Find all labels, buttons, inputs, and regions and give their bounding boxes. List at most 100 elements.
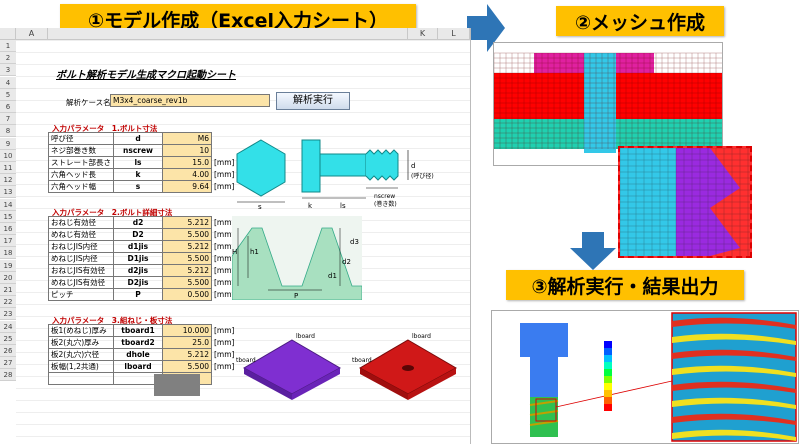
row-header[interactable]: 3 [0, 64, 16, 77]
row-header[interactable]: 15 [0, 210, 16, 223]
param-symbol: nscrew [113, 144, 163, 157]
row-header[interactable]: 22 [0, 296, 16, 309]
case-name-input[interactable]: M3x4_coarse_rev1b [110, 94, 270, 107]
param-value-input[interactable]: 5.212 [162, 240, 212, 253]
param-unit: [mm] [214, 278, 235, 287]
column-header-a[interactable]: A [16, 28, 48, 40]
gray-cell-block [154, 374, 200, 396]
section3-heading: 入力パラメータ 3.組ねじ・板寸法 [52, 316, 173, 325]
param-value-input[interactable]: 5.212 [162, 216, 212, 229]
param-value-input[interactable]: 5.212 [162, 264, 212, 277]
param-unit: [mm] [214, 326, 235, 335]
label-h1: h1 [250, 248, 259, 256]
run-analysis-button[interactable]: 解析実行 [276, 92, 350, 110]
row-header[interactable]: 27 [0, 357, 16, 370]
row-header[interactable]: 26 [0, 345, 16, 357]
row-header[interactable]: 7 [0, 113, 16, 126]
label-lboard-1: lboard [296, 333, 315, 340]
column-header-mid[interactable] [48, 28, 408, 40]
param-label: 呼び径 [48, 132, 114, 145]
row-header[interactable]: 1 [0, 40, 16, 52]
row-header[interactable]: 20 [0, 271, 16, 284]
param-unit: [mm] [214, 170, 235, 179]
row-header[interactable]: 23 [0, 308, 16, 321]
param-unit: [mm] [214, 362, 235, 371]
label-nscrew: nscrew [374, 193, 395, 200]
row-header[interactable]: 10 [0, 149, 16, 162]
label-lboard-2: lboard [412, 333, 431, 340]
label-ls: ls [340, 202, 346, 210]
param-value-input[interactable]: 25.0 [162, 336, 212, 349]
mesh-panel [493, 42, 723, 166]
row-header[interactable]: 14 [0, 198, 16, 211]
row-header[interactable]: 21 [0, 284, 16, 296]
label-tboard-2: tboard [352, 357, 372, 364]
plate1-diagram: lboard tboard [236, 333, 342, 400]
row-header[interactable]: 25 [0, 332, 16, 345]
row-header[interactable]: 6 [0, 101, 16, 113]
param-label: めねじJIS内径 [48, 252, 114, 265]
row-header[interactable]: 13 [0, 186, 16, 199]
section2-heading: 入力パラメータ 2.ボルト詳細寸法 [52, 208, 173, 217]
param-value-input[interactable]: 4.00 [162, 168, 212, 181]
label-d-note: (呼び径) [411, 172, 434, 180]
label-d1: d1 [328, 272, 337, 280]
param-value-input[interactable]: M6 [162, 132, 212, 145]
param-symbol: D2 [113, 228, 163, 241]
param-value-input[interactable]: 10 [162, 144, 212, 157]
row-header[interactable]: 24 [0, 320, 16, 333]
param-value-input[interactable]: 5.500 [162, 228, 212, 241]
param-unit: [mm] [214, 254, 235, 263]
param-value-input[interactable]: 5.500 [162, 276, 212, 289]
param-value-input[interactable]: 15.0 [162, 156, 212, 169]
row-header[interactable]: 11 [0, 162, 16, 174]
param-unit: [mm] [214, 242, 235, 251]
param-unit: [mm] [214, 338, 235, 347]
param-value-input[interactable]: 10.000 [162, 324, 212, 337]
param-value-input[interactable]: 5.500 [162, 252, 212, 265]
row-header[interactable]: 9 [0, 137, 16, 150]
param-symbol: d1jis [113, 240, 163, 253]
param-symbol: D1jis [113, 252, 163, 265]
row-header[interactable]: 4 [0, 76, 16, 89]
param-unit: [mm] [214, 218, 235, 227]
param-label: ネジ部巻き数 [48, 144, 114, 157]
row-header[interactable]: 17 [0, 235, 16, 248]
row-header[interactable]: 5 [0, 88, 16, 101]
param-symbol: s [113, 180, 163, 193]
param-value-input[interactable]: 5.500 [162, 360, 212, 373]
param-value-input[interactable]: 9.64 [162, 180, 212, 193]
row-header[interactable]: 8 [0, 125, 16, 138]
thread-profile-diagram: H h1 d3 d2 d1 P [232, 216, 362, 300]
row-header[interactable]: 16 [0, 223, 16, 235]
banner-step2: ②メッシュ作成 [556, 6, 724, 36]
column-header-k[interactable]: K [408, 28, 438, 40]
row-header[interactable]: 28 [0, 369, 16, 382]
param-value-input[interactable]: 0.500 [162, 288, 212, 301]
row-header[interactable]: 19 [0, 259, 16, 272]
row-header[interactable]: 18 [0, 247, 16, 260]
row-header[interactable]: 2 [0, 52, 16, 65]
param-unit: [mm] [214, 158, 235, 167]
column-header-l[interactable]: L [438, 28, 470, 40]
case-name-label: 解析ケース名 [66, 98, 111, 107]
arrow-right-icon [467, 4, 505, 52]
arrow-down-icon [570, 232, 616, 270]
param-symbol: tboard2 [113, 336, 163, 349]
param-symbol: dhole [113, 348, 163, 361]
param-unit: [mm] [214, 230, 235, 239]
row-header[interactable]: 12 [0, 174, 16, 187]
param-value-input[interactable]: 5.212 [162, 348, 212, 361]
param-label: 六角ヘッド幅 [48, 180, 114, 193]
banner-step3: ③解析実行・結果出力 [506, 270, 744, 300]
